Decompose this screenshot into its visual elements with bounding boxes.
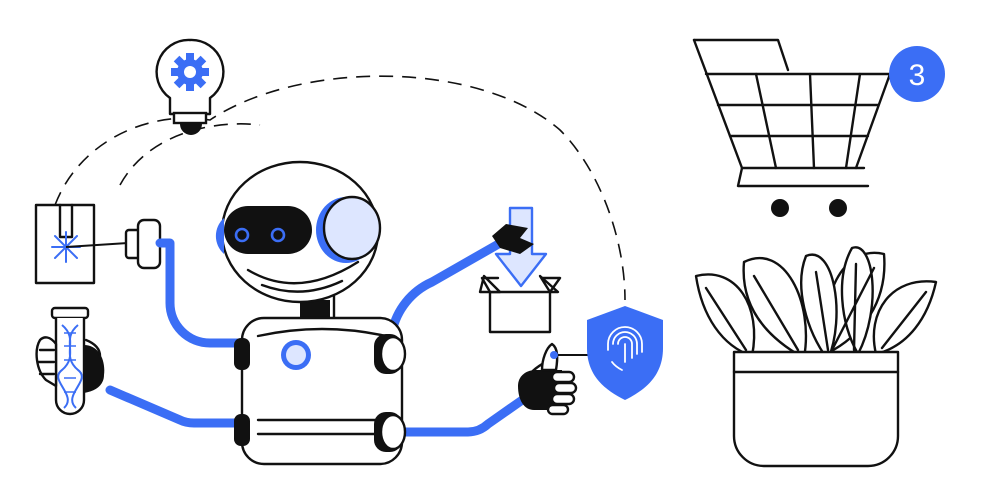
fingerprint-shield-icon [587, 306, 663, 400]
shopping-cart-icon [692, 38, 892, 217]
cart-count-text: 3 [909, 59, 926, 92]
thumbs-up-hand-icon [518, 342, 596, 416]
dashed-connection-arcs [54, 75, 626, 301]
lightbulb-gear-icon [155, 38, 225, 135]
download-box-icon [478, 206, 562, 334]
robot [215, 160, 407, 466]
cart-count-badge: 3 [889, 46, 945, 102]
dna-test-tube-icon [35, 306, 105, 416]
left-hand [35, 336, 105, 393]
laser-device-icon [34, 203, 162, 285]
potted-plant-icon [694, 246, 938, 468]
